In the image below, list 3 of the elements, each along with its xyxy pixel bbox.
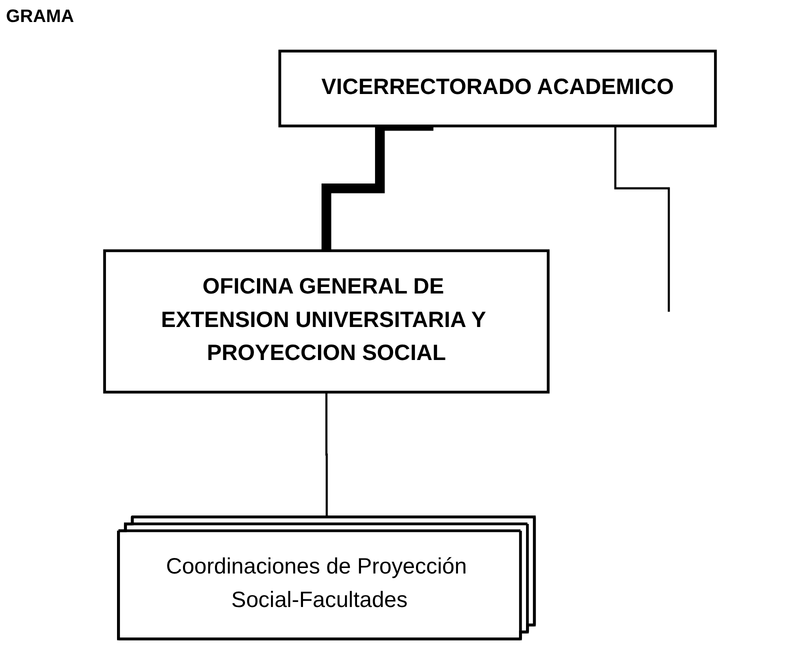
node-box: VICERRECTORADO ACADEMICO xyxy=(278,50,717,128)
diagram-title: GRAMA xyxy=(6,6,74,27)
node-box: OFICINA GENERAL DE EXTENSION UNIVERSITARIA Y PROYECCION SOCIAL xyxy=(103,249,550,394)
